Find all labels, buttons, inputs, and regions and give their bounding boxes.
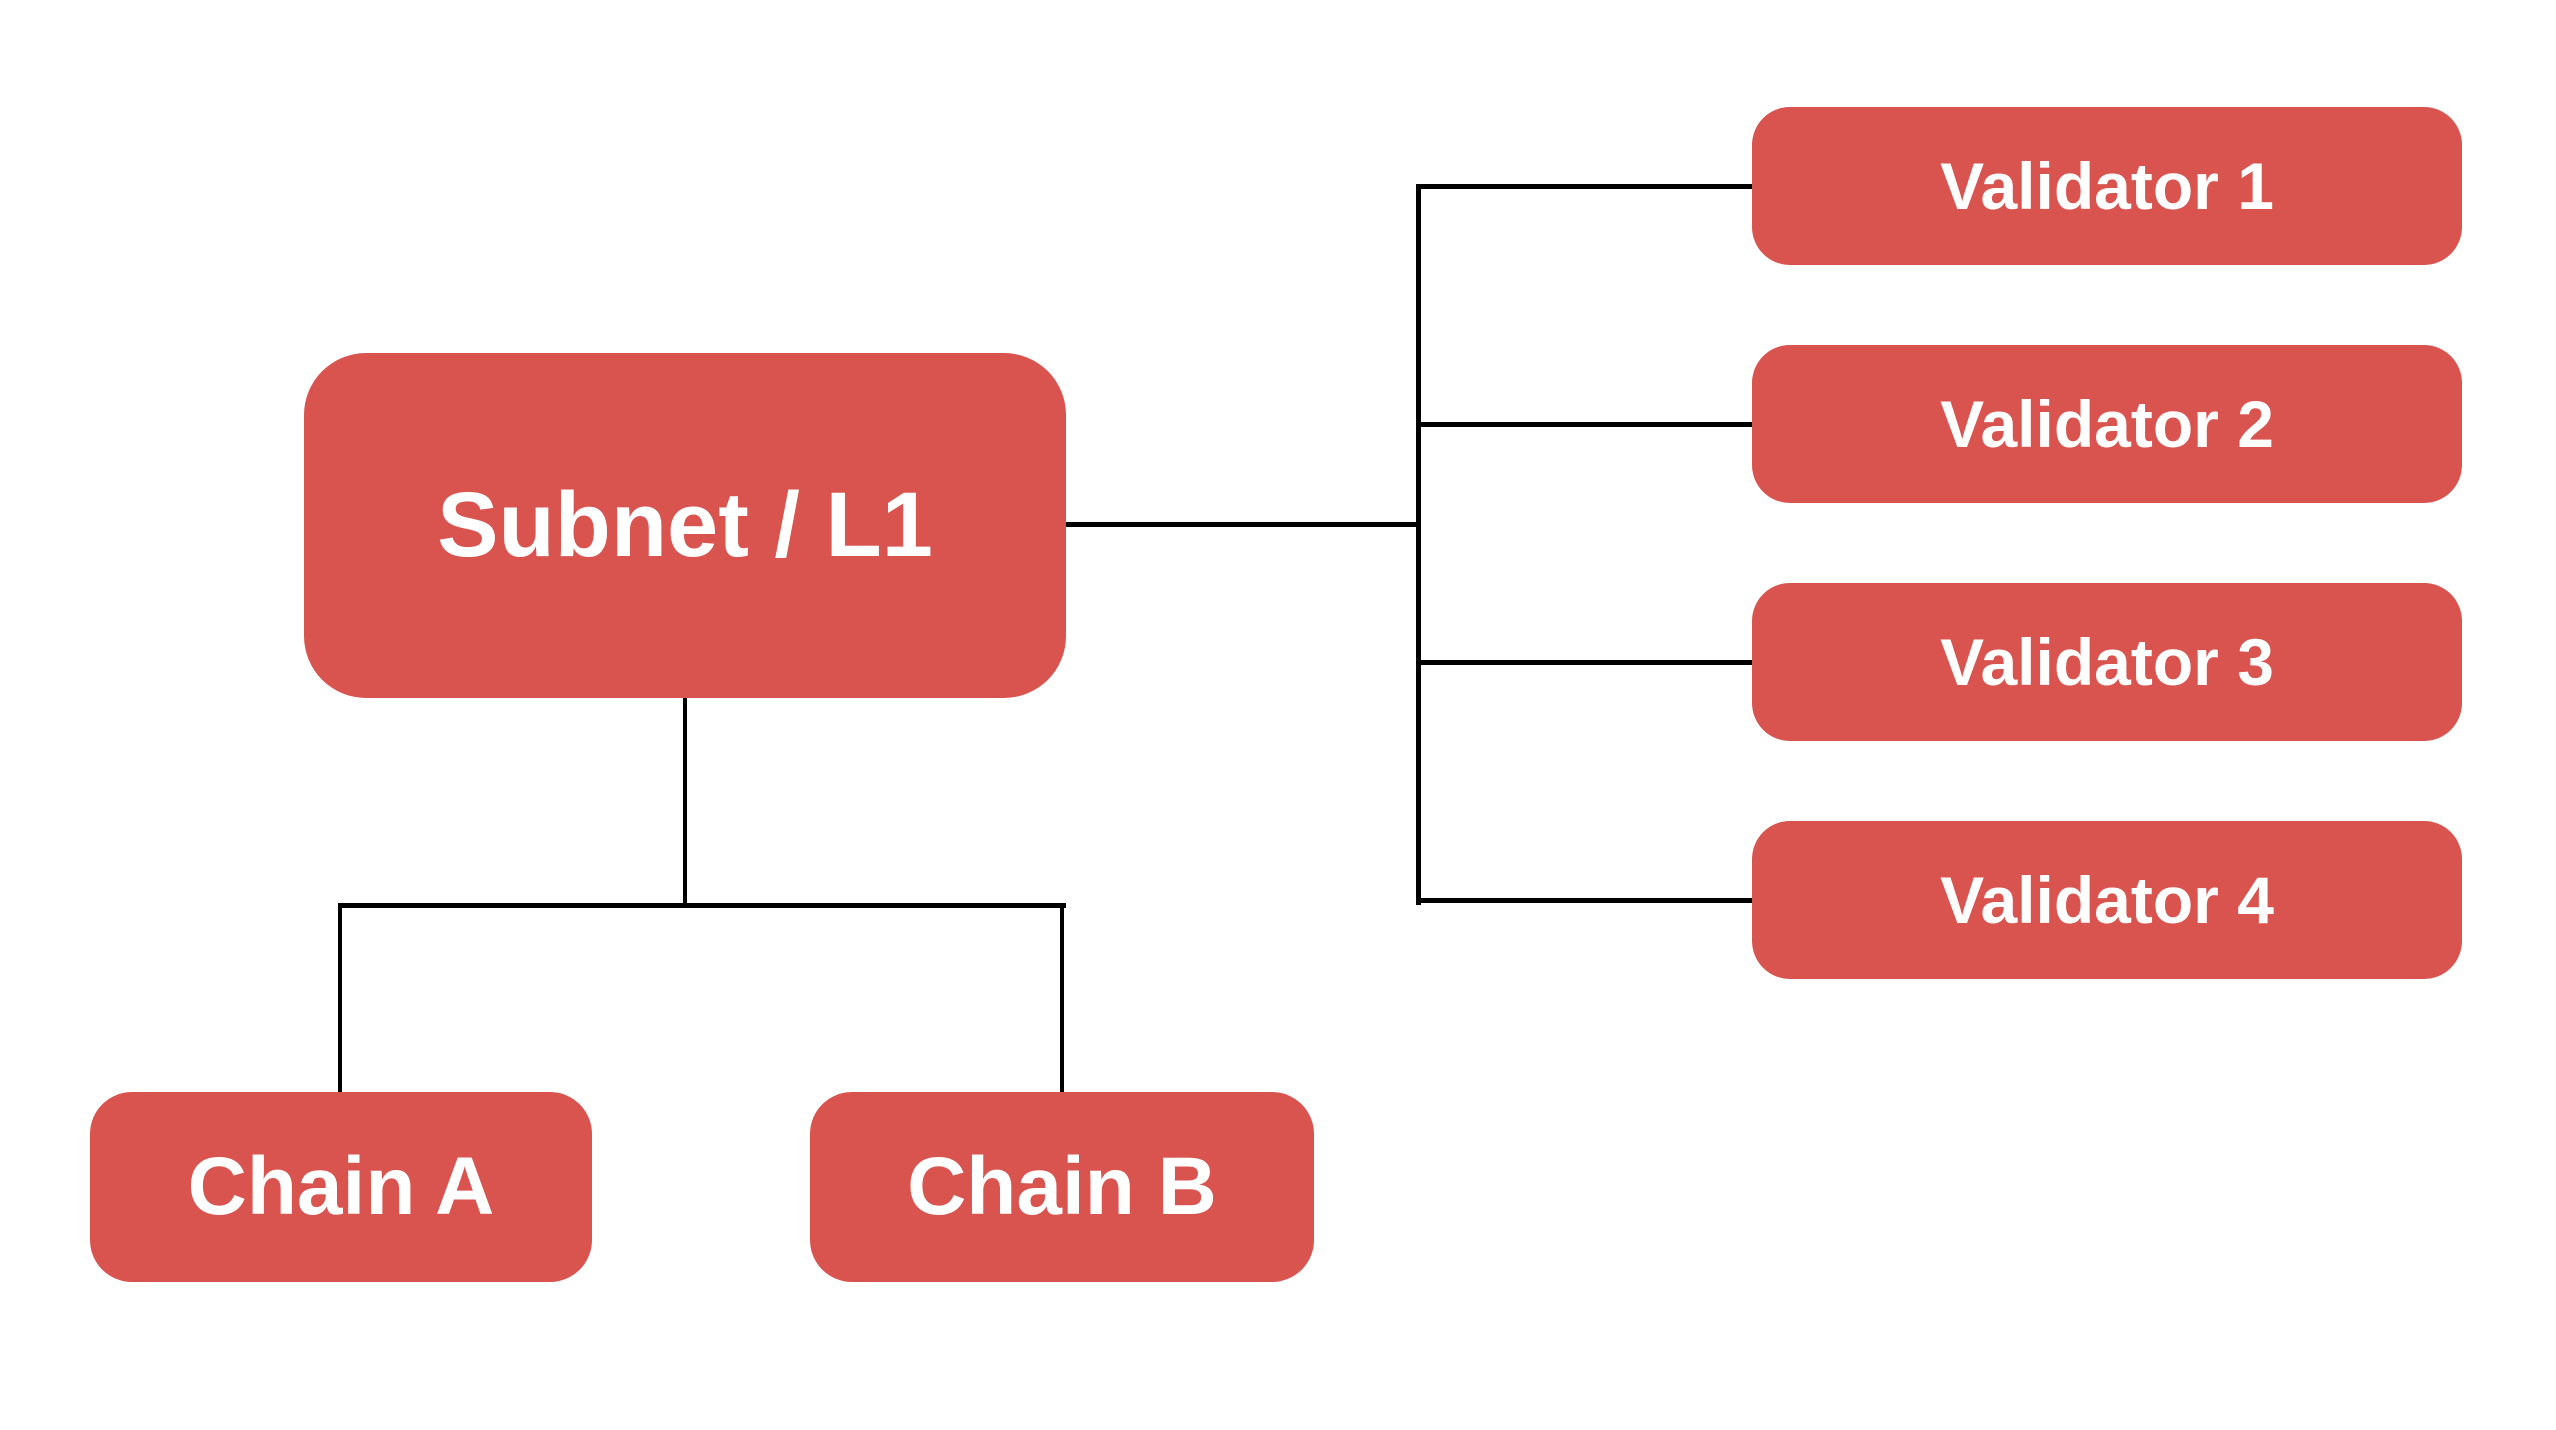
connector-trunk-to-validator-3 (1416, 660, 1756, 665)
connector-validator-trunk (1416, 184, 1421, 905)
connector-comb-to-chain-a (338, 903, 342, 1093)
connector-comb-to-chain-b (1060, 903, 1064, 1093)
node-chain-b: Chain B (810, 1092, 1314, 1282)
node-chain-a-label: Chain A (187, 1141, 495, 1232)
node-chain-a: Chain A (90, 1092, 592, 1282)
node-validator-2: Validator 2 (1752, 345, 2462, 503)
node-subnet-l1-label: Subnet / L1 (437, 474, 933, 576)
node-validator-1-label: Validator 1 (1940, 149, 2274, 223)
node-chain-b-label: Chain B (907, 1141, 1217, 1232)
node-validator-4-label: Validator 4 (1940, 863, 2274, 937)
node-subnet-l1: Subnet / L1 (304, 353, 1066, 698)
node-validator-1: Validator 1 (1752, 107, 2462, 265)
connector-trunk-to-validator-2 (1416, 422, 1756, 427)
connector-trunk-to-validator-1 (1416, 184, 1756, 189)
node-validator-3: Validator 3 (1752, 583, 2462, 741)
node-validator-3-label: Validator 3 (1940, 625, 2274, 699)
connector-chain-comb-bar (338, 903, 1066, 908)
node-validator-2-label: Validator 2 (1940, 387, 2274, 461)
connector-trunk-to-validator-4 (1416, 898, 1756, 903)
node-validator-4: Validator 4 (1752, 821, 2462, 979)
connector-subnet-down (683, 698, 687, 907)
connector-subnet-to-trunk (1064, 522, 1420, 527)
